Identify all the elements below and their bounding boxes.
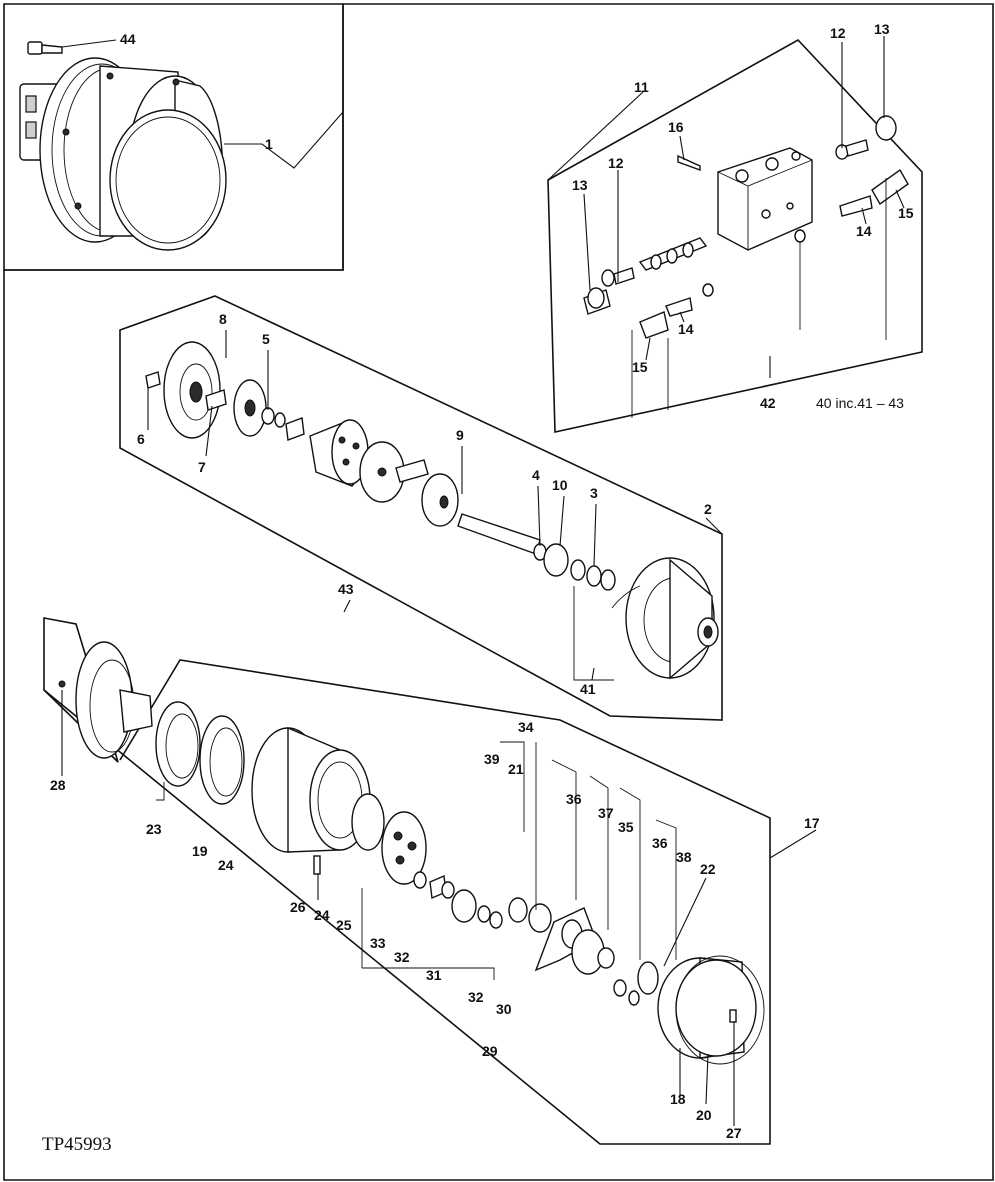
callout-7: 7: [198, 459, 206, 475]
callout-24-lower: 24: [314, 907, 330, 923]
callout-15-right: 15: [898, 205, 914, 221]
callout-3: 3: [590, 485, 598, 501]
drawing-id: TP45993: [42, 1134, 112, 1155]
callout-36-left: 36: [566, 791, 582, 807]
callout-31: 31: [426, 967, 442, 983]
callout-24-upper: 24: [218, 857, 234, 873]
callout-21: 21: [508, 761, 524, 777]
callout-34: 34: [518, 719, 534, 735]
callout-12-upper-right: 12: [830, 25, 846, 41]
callout-13-left: 13: [572, 177, 588, 193]
callout-22: 22: [700, 861, 716, 877]
leader-lines: [61, 36, 905, 1126]
rotating-group: [119, 295, 723, 721]
callout-19: 19: [192, 843, 208, 859]
callout-8: 8: [219, 311, 227, 327]
callout-29: 29: [482, 1043, 498, 1059]
callout-12-left: 12: [608, 155, 624, 171]
valve-block-group: [547, 38, 923, 433]
reduction-gear-group: [43, 617, 771, 1145]
callout-15-lower: 15: [632, 359, 648, 375]
callout-9: 9: [456, 427, 464, 443]
callout-18: 18: [670, 1091, 686, 1107]
callout-32-upper: 32: [394, 949, 410, 965]
part-labels: 44 1 11 16 12 13 12 13 14 15 14 15 42 40…: [42, 21, 914, 1155]
callout-44: 44: [120, 31, 136, 47]
callout-2: 2: [704, 501, 712, 517]
callout-42: 42: [760, 395, 776, 411]
callout-16: 16: [668, 119, 684, 135]
callout-39: 39: [484, 751, 500, 767]
callout-37: 37: [598, 805, 614, 821]
callout-41: 41: [580, 681, 596, 697]
callout-11: 11: [634, 79, 649, 95]
callout-33: 33: [370, 935, 386, 951]
callout-1: 1: [265, 136, 273, 152]
callout-14-right: 14: [856, 223, 872, 239]
callout-43: 43: [338, 581, 354, 597]
callout-32-lower: 32: [468, 989, 484, 1005]
callout-17: 17: [804, 815, 820, 831]
callout-13-upper-right: 13: [874, 21, 890, 37]
callout-4: 4: [532, 467, 540, 483]
callout-28: 28: [50, 777, 66, 793]
callout-6: 6: [137, 431, 145, 447]
assembly-note: 40 inc.41 – 43: [816, 395, 904, 411]
callout-14-lower: 14: [678, 321, 694, 337]
callout-30: 30: [496, 1001, 512, 1017]
callout-23: 23: [146, 821, 162, 837]
callout-35: 35: [618, 819, 634, 835]
callout-26: 26: [290, 899, 306, 915]
callout-10: 10: [552, 477, 568, 493]
callout-27: 27: [726, 1125, 742, 1141]
inset-frame-assembly: [3, 3, 344, 271]
assembled-travel-motor: [19, 41, 227, 251]
callout-20: 20: [696, 1107, 712, 1123]
callout-36-right: 36: [652, 835, 668, 851]
callout-5: 5: [262, 331, 270, 347]
callout-25: 25: [336, 917, 352, 933]
callout-38: 38: [676, 849, 692, 865]
